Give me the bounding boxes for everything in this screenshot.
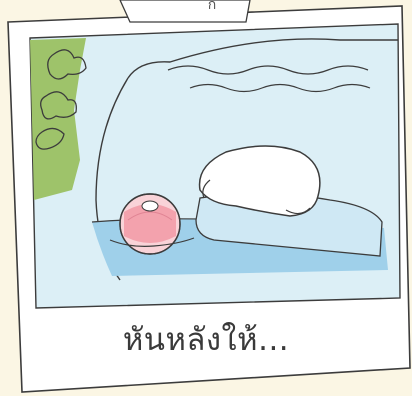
bowl-rim [127, 38, 398, 79]
water-wave-2 [189, 83, 371, 93]
plant [30, 38, 87, 200]
caption-text: หันหลังให้... [122, 322, 290, 358]
seal [198, 145, 321, 217]
water-wave-1 [167, 65, 369, 75]
photo-tab [119, 0, 251, 23]
top-label: ก [207, 0, 217, 13]
water-ripple [109, 237, 195, 247]
beach-ball [119, 193, 181, 255]
